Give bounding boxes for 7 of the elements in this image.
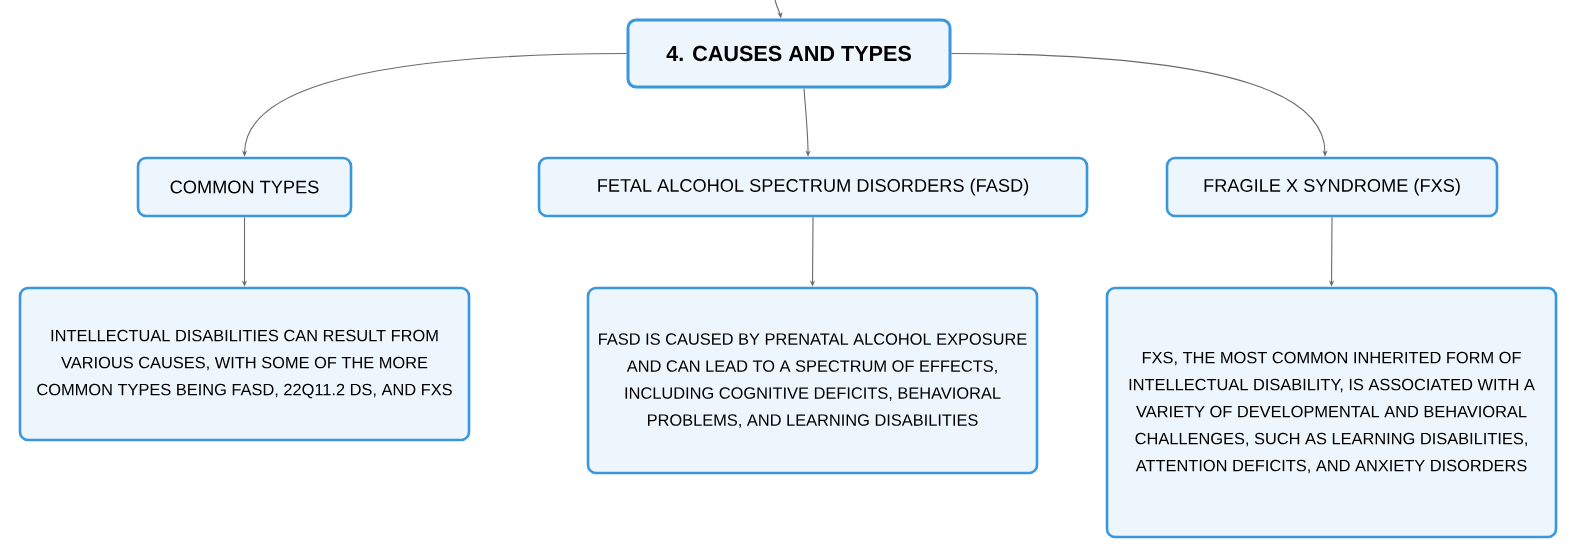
subtopic-box: FETAL ALCOHOL SPECTRUM DISORDERS (FASD) [537, 156, 1089, 218]
subtopic-box: FRAGILE X SYNDROME (FXS) [1165, 156, 1499, 218]
description-box: FASD IS CAUSED BY PRENATAL ALCOHOL EXPOSURE AND CAN LEAD TO A SPECTRUM OF EFFECTS, INCLUDING COGNITIVE DEFICITS, BEHAVIORAL PROBLEMS, AND LEARNING DISABILITIES [586, 286, 1039, 475]
description-box: INTELLECTUAL DISABILITIES CAN RESULT FROM VARIOUS CAUSES, WITH SOME OF THE MORE COMMON TYPES BEING FASD, 22Q11.2 DS, AND FXS [18, 286, 471, 442]
subtopic-box: COMMON TYPES [136, 156, 353, 218]
central-topic-box: 4. CAUSES AND TYPES [626, 18, 952, 89]
description-box: FXS, THE MOST COMMON INHERITED FORM OF INTELLECTUAL DISABILITY, IS ASSOCIATED WITH A VARIETY OF DEVELOPMENTAL AND BEHAVIORAL CHALLENGES, SUCH AS LEARNING DISABILITIES, ATTENTION DEFICITS, AND ANXIETY DISORDERS [1105, 286, 1558, 539]
